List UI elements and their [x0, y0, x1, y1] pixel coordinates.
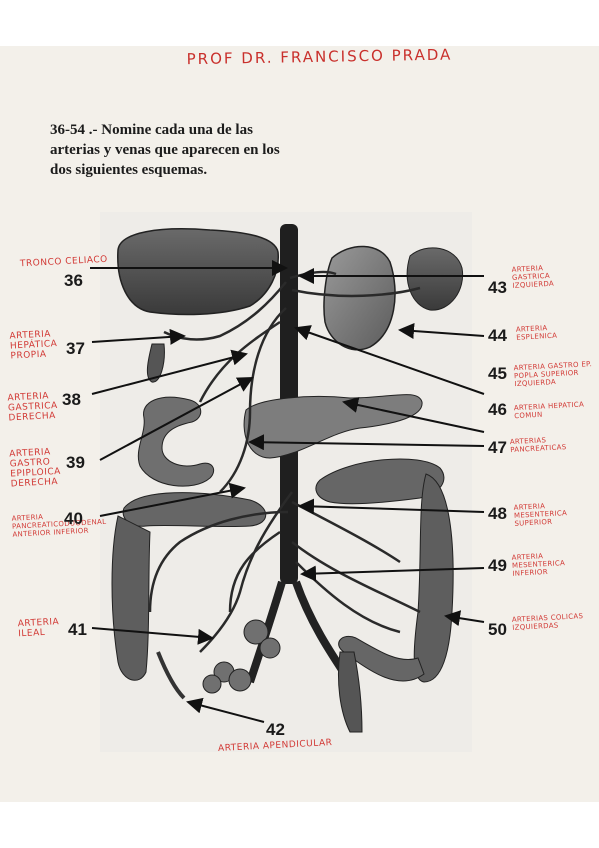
transverse-colon-left	[315, 458, 445, 505]
label-39: ARTERIA GASTRO EPIPLOICA DERECHA	[8, 447, 62, 490]
ascending-colon	[111, 515, 151, 681]
number-37: 37	[66, 339, 85, 358]
sigmoid-colon	[338, 636, 425, 682]
label-38: ARTERIA GASTRICA DERECHA	[7, 391, 58, 424]
number-42: 42	[266, 720, 285, 739]
label-37: ARTERIA HEPÁTICA PROPIA	[9, 329, 58, 362]
transverse-colon-right	[122, 492, 267, 528]
label-43: ARTERIA GASTRICA IZQUIERDA	[511, 264, 555, 290]
number-47: 47	[488, 438, 507, 457]
number-41: 41	[68, 620, 87, 639]
number-50: 50	[488, 620, 507, 639]
label-41: ARTERIA ILEAL	[17, 617, 60, 640]
number-40: 40	[64, 509, 83, 528]
question-text: 36-54 .- Nomine cada una de las arterias…	[50, 122, 280, 178]
abdominal-arteries-illustration	[100, 212, 472, 752]
anatomy-drawing	[111, 224, 464, 733]
small-intestine-loops	[202, 619, 281, 694]
duodenum	[137, 396, 215, 487]
number-36: 36	[64, 271, 83, 290]
liver	[117, 228, 279, 316]
label-48: ARTERIA MESENTERICA SUPERIOR	[513, 502, 568, 528]
number-38: 38	[62, 390, 81, 409]
rectum	[338, 651, 363, 733]
pancreas	[243, 394, 423, 459]
gallbladder	[146, 343, 165, 383]
spleen	[406, 247, 464, 311]
number-49: 49	[488, 556, 507, 575]
number-46: 46	[488, 400, 507, 419]
appendix	[156, 651, 186, 700]
number-39: 39	[66, 453, 85, 472]
number-45: 45	[488, 364, 507, 383]
number-43: 43	[488, 278, 507, 297]
descending-colon	[413, 473, 454, 683]
label-45: ARTERIA GASTRO EP. POPLA SUPERIOR IZQUIE…	[513, 360, 593, 389]
stomach	[323, 245, 396, 351]
label-49: ARTERIA MESENTERICA INFERIOR	[511, 552, 566, 578]
number-44: 44	[488, 326, 507, 345]
number-48: 48	[488, 504, 507, 523]
